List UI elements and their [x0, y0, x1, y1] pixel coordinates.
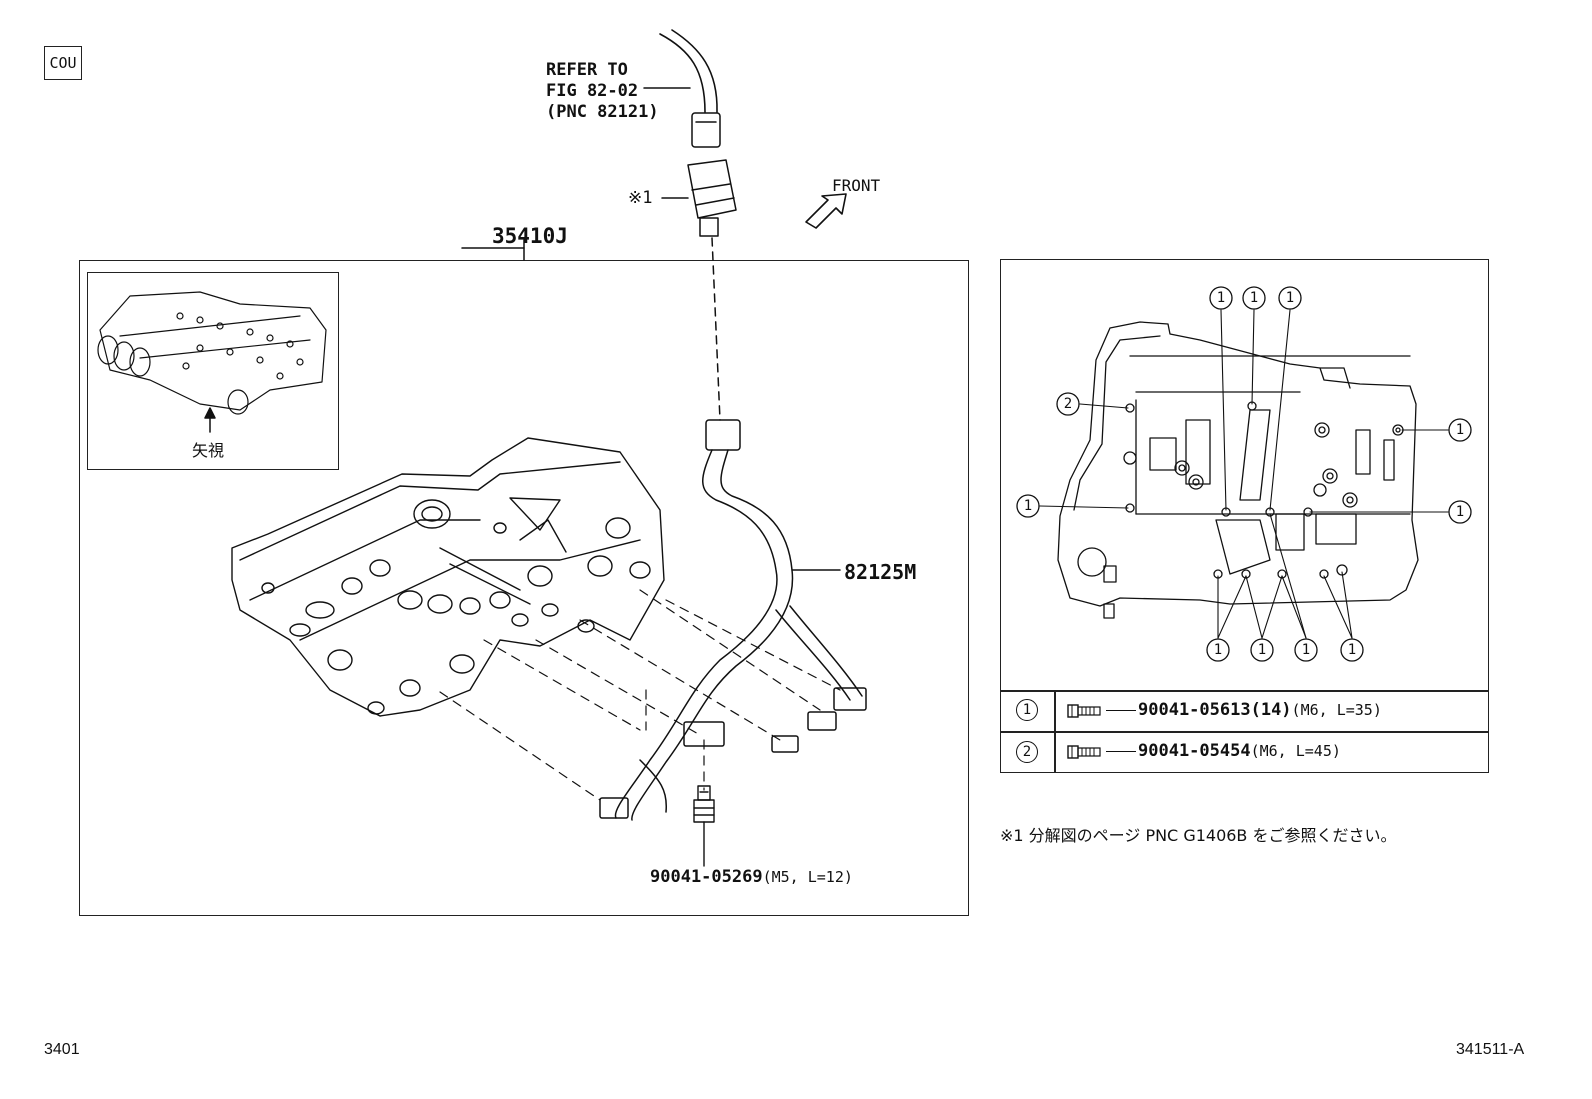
legend-spec-2: (M6, L=45) [1250, 742, 1341, 760]
callout-num: 1 [1456, 504, 1464, 520]
corner-tag: COU [44, 46, 82, 80]
refer-line-3: (PNC 82121) [546, 102, 659, 122]
refer-label: REFER TO FIG 82-02 (PNC 82121) [546, 60, 659, 123]
bolt-bottom-spec: (M5, L=12) [762, 868, 853, 886]
legend-part-2: 90041-05454 [1138, 741, 1251, 761]
legend-part-1: 90041-05613 [1138, 700, 1251, 720]
detail-frame [1000, 259, 1489, 773]
view-inset-frame [87, 272, 339, 470]
legend-row-2: 2 90041-05454(M6, L=45) [1000, 731, 1489, 773]
legend-leader-1 [1106, 710, 1136, 712]
legend-num-2: 2 [1016, 741, 1038, 763]
page-number-right: 341511-A [1456, 1041, 1525, 1058]
callout-num: 1 [1217, 290, 1225, 306]
legend-divider-mid [1000, 731, 1489, 733]
legend-qty-1: (14) [1250, 700, 1292, 720]
front-label: FRONT [832, 176, 881, 195]
callout-num: 1 [1250, 290, 1258, 306]
callout-num: 1 [1348, 642, 1356, 658]
callout-num: 1 [1024, 498, 1032, 514]
bolt-bottom-label: 90041-05269(M5, L=12) [650, 867, 853, 887]
bolt-icon [1067, 745, 1101, 759]
bolt-bottom-part: 90041-05269 [650, 867, 763, 887]
legend-spec-1: (M6, L=35) [1291, 701, 1382, 719]
inset-caption: 矢視 [192, 441, 225, 460]
assembly-label: 35410J [492, 224, 568, 248]
legend-text-1: 90041-05613(14)(M6, L=35) [1138, 700, 1382, 720]
legend-leader-2 [1106, 751, 1136, 753]
bolt-icon [1067, 704, 1101, 718]
callout-num: 1 [1302, 642, 1310, 658]
note-ref-label: ※1 [628, 188, 653, 208]
legend-text-2: 90041-05454(M6, L=45) [1138, 741, 1341, 761]
callout-num: 1 [1214, 642, 1222, 658]
legend-num-1: 1 [1016, 699, 1038, 721]
legend-row-1: 1 90041-05613(14)(M6, L=35) [1000, 690, 1489, 731]
refer-line-2: FIG 82-02 [546, 81, 639, 101]
callout-num: 1 [1286, 290, 1294, 306]
refer-line-1: REFER TO [546, 60, 628, 80]
callout-num: 1 [1456, 422, 1464, 438]
harness-label: 82125M [844, 560, 917, 584]
legend-divider-top [1000, 690, 1489, 692]
footnote: ※1 分解図のページ PNC G1406B をご参照ください。 [1000, 826, 1397, 845]
page-number-left: 3401 [44, 1041, 80, 1058]
callout-num: 2 [1064, 396, 1072, 412]
callout-num: 1 [1258, 642, 1266, 658]
legend-divider-col [1054, 690, 1056, 773]
